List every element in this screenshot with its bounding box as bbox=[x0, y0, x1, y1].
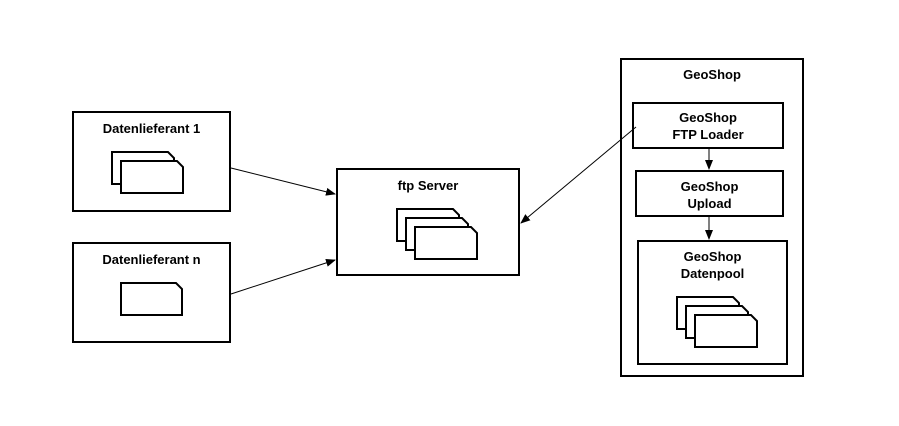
node-label-line2: Datenpool bbox=[680, 266, 745, 281]
node-label: ftp Server bbox=[397, 178, 459, 193]
node-label: Datenlieferant n bbox=[102, 252, 201, 267]
node-datenlieferant-1: Datenlieferant 1 bbox=[72, 111, 231, 212]
document-icon bbox=[120, 282, 183, 316]
node-label-line1: GeoShop bbox=[683, 249, 742, 264]
node-label-line2: FTP Loader bbox=[672, 127, 744, 142]
node-label-line2: Upload bbox=[687, 196, 732, 211]
node-label: Datenlieferant 1 bbox=[102, 121, 201, 136]
arrow-supplier1-to-ftp bbox=[230, 167, 336, 196]
document-stack-icon bbox=[396, 208, 478, 260]
arrow-loader-to-ftp bbox=[520, 126, 637, 224]
document-stack-icon bbox=[111, 151, 184, 194]
arrow-suppliern-to-ftp bbox=[230, 258, 336, 295]
node-label-line1: GeoShop bbox=[679, 110, 737, 125]
document-stack-icon bbox=[676, 296, 758, 348]
node-geoshop-upload: GeoShop Upload bbox=[635, 170, 784, 217]
node-datenlieferant-n: Datenlieferant n bbox=[72, 242, 231, 343]
node-label: GeoShop bbox=[683, 67, 741, 82]
node-geoshop-ftp-loader: GeoShop FTP Loader bbox=[632, 102, 784, 149]
node-label-line1: GeoShop bbox=[680, 179, 739, 194]
